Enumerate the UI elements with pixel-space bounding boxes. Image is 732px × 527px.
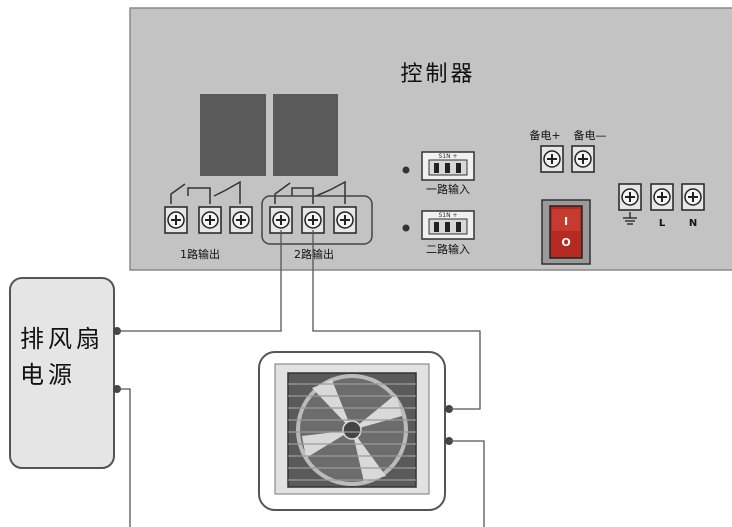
input-1-label: 一路输入: [426, 182, 470, 196]
controller-title: 控制器: [400, 62, 475, 87]
input-2-led: [402, 224, 410, 232]
input-1-marking: S1N +: [438, 153, 457, 160]
input-2-connector: [421, 210, 475, 240]
power-switch[interactable]: [541, 199, 591, 265]
output-2-label: 2路输出: [294, 247, 334, 261]
ground-icon: [623, 212, 637, 225]
fan-power-supply: [9, 277, 115, 469]
switch-off-symbol: O: [561, 236, 570, 249]
output-2-terminal-block: [269, 206, 357, 234]
terminal-L-label: L: [659, 218, 666, 229]
switch-on-symbol: I: [564, 215, 568, 228]
relay-2: [273, 94, 338, 176]
terminal-N-label: N: [689, 218, 697, 229]
power-supply-line-2: 电源: [20, 361, 76, 389]
wire-output-2-to-fan: [312, 230, 481, 410]
mains-terminal-block: [618, 183, 705, 211]
input-1-connector: [421, 151, 475, 181]
wiring: [117, 230, 485, 527]
power-supply-line-1: 排风扇: [20, 325, 104, 353]
input-2-marking: S1N +: [438, 212, 457, 219]
wire-fan-return: [449, 440, 485, 527]
output-1-terminal-block: [164, 206, 253, 234]
relay-contacts-1: [170, 180, 241, 204]
output-2-frame: [261, 195, 373, 245]
output-1-label: 1路输出: [180, 247, 220, 261]
backup-plus-label: 备电+: [529, 128, 560, 142]
relay-1: [200, 94, 266, 176]
input-1-led: [402, 166, 410, 174]
wire-psu-to-output-2: [117, 230, 282, 332]
backup-minus-label: 备电—: [574, 128, 607, 142]
input-2-label: 二路输入: [426, 242, 470, 256]
wire-psu-to-fan: [117, 388, 131, 527]
exhaust-fan-icon: [258, 351, 446, 511]
